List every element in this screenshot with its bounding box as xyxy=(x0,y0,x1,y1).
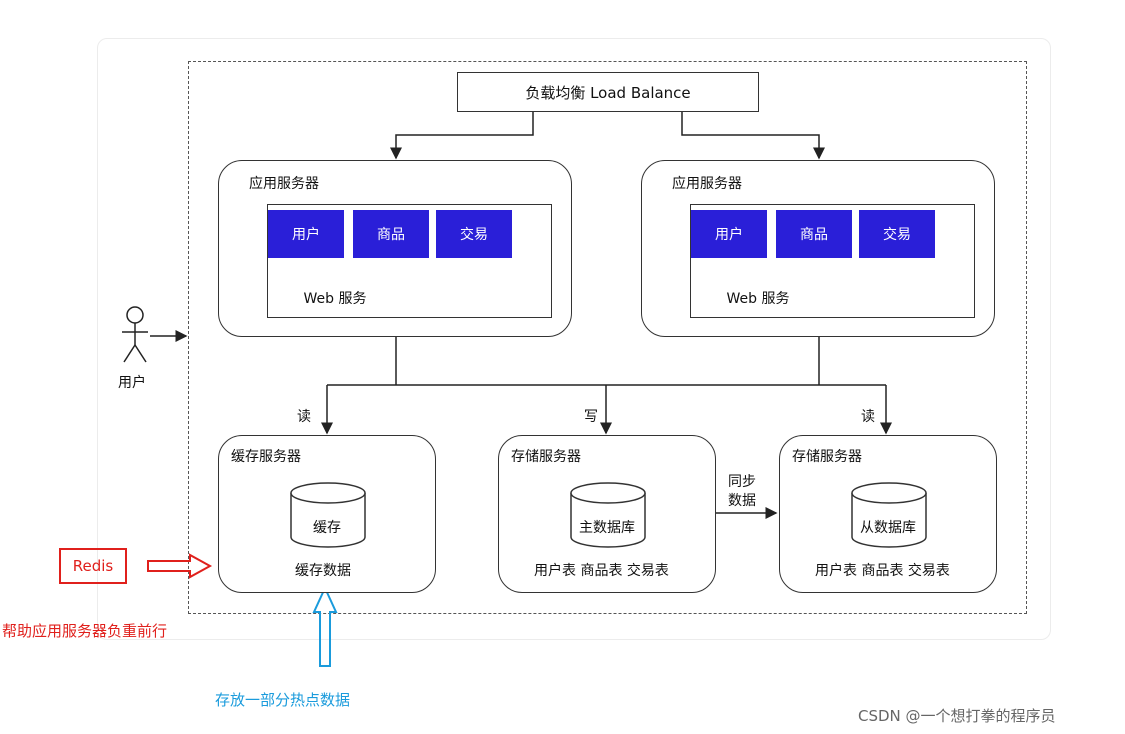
master-database-icon xyxy=(570,482,646,548)
slave-tables-label: 用户表 商品表 交易表 xyxy=(815,563,950,579)
watermark: CSDN @一个想打拳的程序员 xyxy=(858,707,1056,725)
module-trade: 交易 xyxy=(436,210,512,258)
master-tables-label: 用户表 商品表 交易表 xyxy=(534,563,669,579)
storage-master-title: 存储服务器 xyxy=(511,449,581,465)
read-left-label: 读 xyxy=(297,409,311,425)
module-product: 商品 xyxy=(353,210,429,258)
web-service-label: Web 服务 xyxy=(726,291,790,307)
slave-database-icon xyxy=(851,482,927,548)
module-user: 用户 xyxy=(691,210,767,258)
cache-server-title: 缓存服务器 xyxy=(231,449,301,465)
load-balancer-box: 负载均衡 Load Balance xyxy=(457,72,759,112)
helper-annotation: 帮助应用服务器负重前行 xyxy=(2,622,168,640)
hot-data-annotation: 存放一部分热点数据 xyxy=(215,691,351,709)
module-product: 商品 xyxy=(776,210,852,258)
module-user: 用户 xyxy=(268,210,344,258)
redis-annotation-box: Redis xyxy=(59,548,127,584)
cache-db-label: 缓存 xyxy=(313,520,341,536)
system-boundary xyxy=(188,61,1027,614)
cache-data-label: 缓存数据 xyxy=(295,563,351,579)
redis-arrow-icon xyxy=(147,553,213,579)
lb-to-left-arrow xyxy=(390,110,534,160)
redis-label: Redis xyxy=(72,557,114,575)
cache-database-icon xyxy=(290,482,366,548)
user-icon xyxy=(122,306,148,363)
read-right-label: 读 xyxy=(861,409,875,425)
lb-to-right-arrow xyxy=(681,110,825,160)
storage-slave-title: 存储服务器 xyxy=(792,449,862,465)
sync-label-line1: 同步 xyxy=(728,474,756,490)
cache-server-box: 缓存服务器 缓存 缓存数据 xyxy=(218,435,436,593)
web-service-box: 用户 商品 交易 Web 服务 xyxy=(267,204,552,318)
user-label: 用户 xyxy=(118,375,146,391)
app-server-left: 应用服务器 用户 商品 交易 Web 服务 xyxy=(218,160,572,337)
app-server-title: 应用服务器 xyxy=(672,176,742,192)
storage-slave-box: 存储服务器 从数据库 用户表 商品表 交易表 xyxy=(779,435,997,593)
write-label: 写 xyxy=(584,409,598,425)
slave-db-label: 从数据库 xyxy=(860,520,916,536)
web-service-label: Web 服务 xyxy=(303,291,367,307)
load-balancer-label: 负载均衡 Load Balance xyxy=(525,83,691,102)
hot-data-arrow-icon xyxy=(312,585,338,667)
storage-master-box: 存储服务器 主数据库 用户表 商品表 交易表 xyxy=(498,435,716,593)
app-server-right: 应用服务器 用户 商品 交易 Web 服务 xyxy=(641,160,995,337)
master-db-label: 主数据库 xyxy=(579,520,635,536)
module-trade: 交易 xyxy=(859,210,935,258)
sync-label-line2: 数据 xyxy=(728,493,756,509)
app-server-title: 应用服务器 xyxy=(249,176,319,192)
web-service-box: 用户 商品 交易 Web 服务 xyxy=(690,204,975,318)
